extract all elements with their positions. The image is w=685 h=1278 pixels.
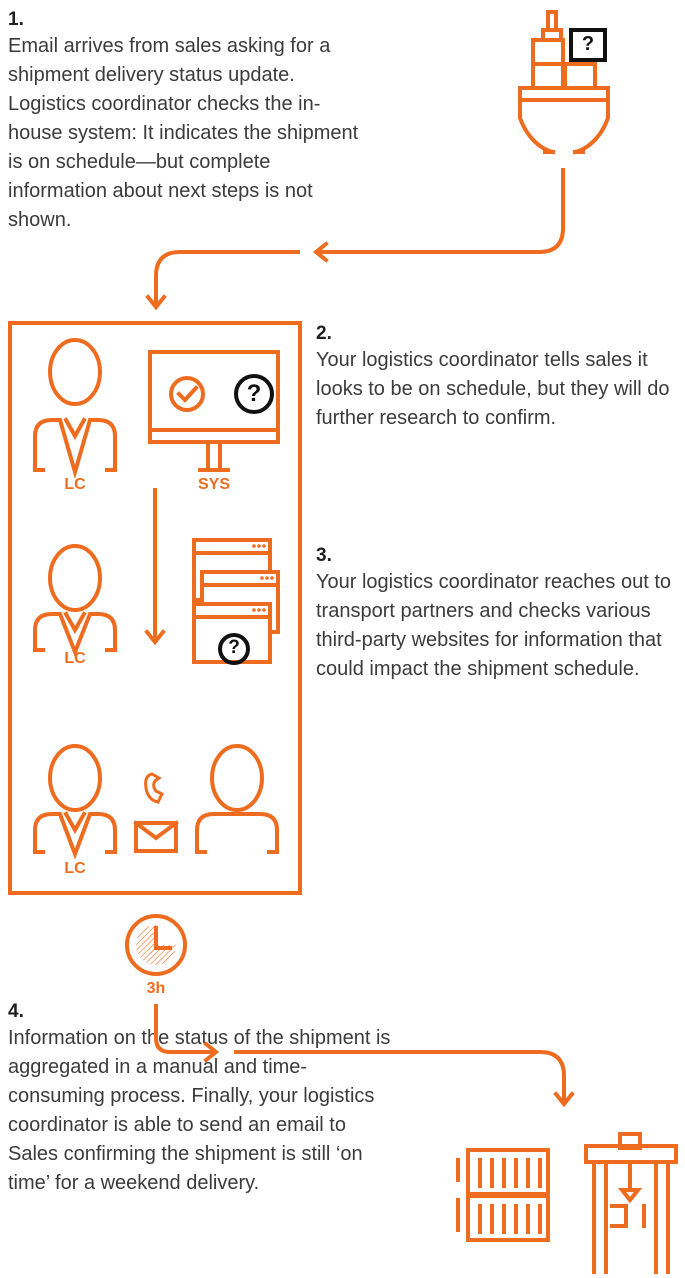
crane-icon [584, 1132, 678, 1274]
browser-question-mark: ? [228, 637, 240, 658]
step-1-text: Email arrives from sales asking for a sh… [8, 35, 359, 231]
containers-icon [456, 1148, 550, 1242]
step-4: 4. Information on the status of the ship… [8, 1000, 400, 1198]
lc-label-3: LC [64, 860, 86, 877]
time-label: 3h [146, 980, 166, 997]
question-box-icon [569, 28, 607, 62]
checkmark-icon [169, 376, 205, 412]
person-lc-icon [33, 544, 117, 658]
person-lc-icon [33, 338, 117, 480]
step-4-text: Information on the status of the shipmen… [8, 1027, 391, 1194]
monitor-question-mark: ? [246, 380, 262, 407]
arrow-icon [154, 1004, 575, 1108]
step-3-text: Your logistics coordinator reaches out t… [316, 571, 672, 680]
step-2-text: Your logistics coordinator tells sales i… [316, 349, 670, 429]
arrow-icon [144, 488, 166, 646]
person-partner-icon [195, 744, 279, 854]
lc-label-1: LC [64, 476, 86, 493]
arrow-icon [145, 168, 565, 311]
monitor-icon [148, 350, 280, 472]
step-2-number: 2. [316, 323, 332, 344]
person-lc-icon [33, 744, 117, 860]
step-3: 3. Your logistics coordinator reaches ou… [316, 544, 681, 684]
clock-icon [125, 914, 187, 976]
step-1: 1. Email arrives from sales asking for a… [8, 8, 368, 235]
question-box-mark: ? [581, 33, 595, 55]
phone-icon [144, 772, 165, 804]
question-mark-icon [218, 374, 274, 665]
step-4-number: 4. [8, 1001, 24, 1022]
sys-label: SYS [197, 476, 230, 493]
process-box [8, 321, 302, 895]
lc-label-2: LC [64, 650, 86, 667]
step-1-number: 1. [8, 9, 24, 30]
ship-icon [518, 10, 610, 155]
step-3-number: 3. [316, 545, 332, 566]
step-2: 2. Your logistics coordinator tells sale… [316, 322, 671, 433]
envelope-icon [133, 820, 179, 853]
